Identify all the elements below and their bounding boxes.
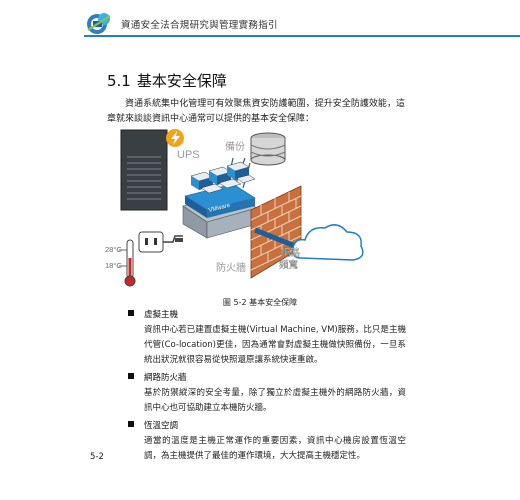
item-heading: 虛擬主機 [144,310,179,320]
security-diagram: UPS 備份 VMware [105,129,364,287]
vmware-label: VMware [208,203,231,214]
item-heading: 恆溫空調 [144,421,179,431]
item-body: 資訊中心若已建置虛擬主機(Virtual Machine, VM)服務，比只是主… [144,325,406,365]
page-number: 5-2 [90,452,104,462]
header-rule [84,35,520,37]
cloud-icon [291,224,364,261]
square-bullet-icon [128,421,134,427]
bandwidth-label-line1: 網路 [281,247,301,259]
item-body: 適當的溫度是主機正常運作的重要因素，資訊中心機房設置恆溫空調，為主機提供了最佳的… [144,436,406,461]
ups-icon [120,129,184,211]
temp-high-label: 28°C [105,245,122,254]
ups-label: UPS [177,149,200,161]
square-bullet-icon [128,373,134,379]
intro-paragraph: 資通系統集中化管理可有效聚焦資安防護範圍，提升安全防護效能，這章就來談談資訊中心… [107,99,405,124]
book-logo-icon [87,13,111,34]
page-header: 資通安全法合規研究與管理實務指引 [0,0,520,44]
network-pipe [254,227,296,249]
power-outlet-icon [138,231,183,253]
firewall-label: 防火牆 [216,261,246,274]
bandwidth-label-line2: 頻寬 [279,259,299,271]
section-title-text: 基本安全保障 [136,72,227,90]
thermometer-icon [119,239,136,287]
book-title: 資通安全法合規研究與管理實務指引 [121,20,278,31]
item-body: 基於防禦縱深的安全考量，除了獨立於虛擬主機外的網路防火牆，資訊中心也可協助建立本… [144,388,406,413]
database-icon [250,132,286,166]
figure-caption: 圖 5-2 基本安全保障 [222,298,298,307]
temp-low-label: 18°C [105,261,122,270]
square-bullet-icon [128,310,134,316]
section-title: 5.1 基本安全保障 [107,70,227,91]
backup-label: 備份 [225,140,245,153]
item-heading: 網路防火牆 [144,373,187,383]
section-number: 5.1 [107,72,131,90]
vm-server-icon [182,161,258,239]
